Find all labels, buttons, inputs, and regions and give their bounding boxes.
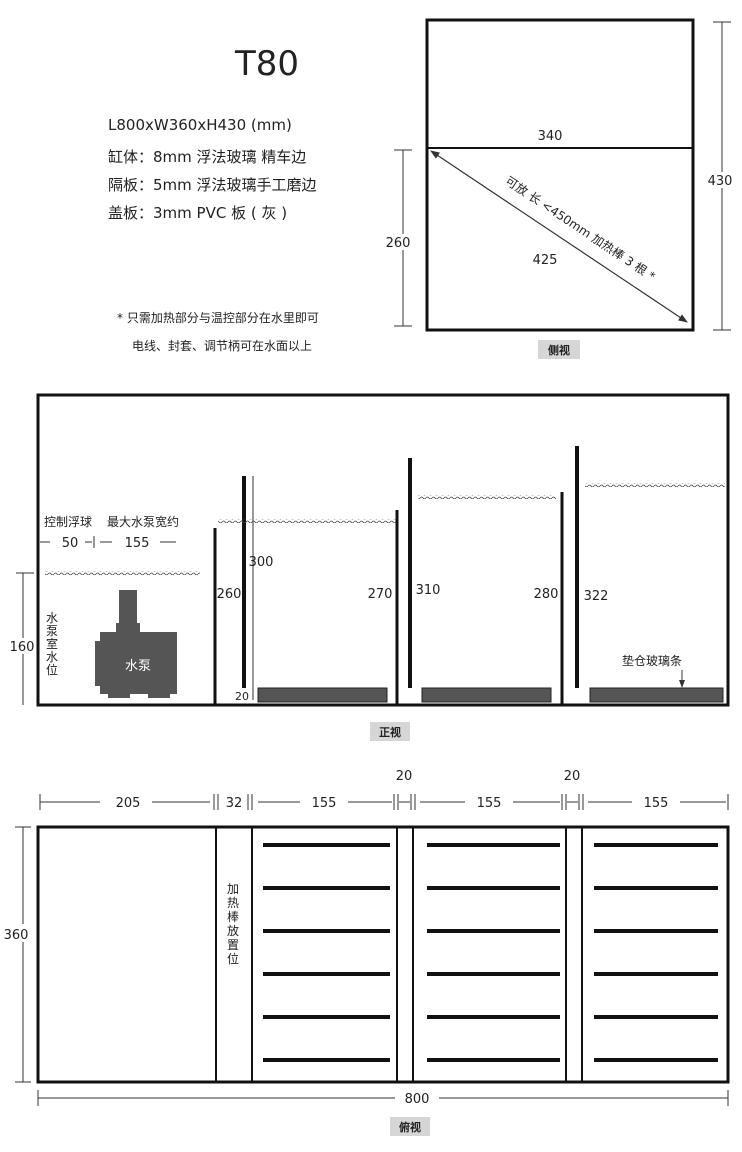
- width-32: 32: [226, 796, 243, 811]
- glass-strips: [263, 843, 718, 1062]
- pump-width-label: 最大水泵宽约: [107, 514, 179, 529]
- float-label: 控制浮球: [44, 515, 92, 529]
- spec-baffle: 隔板：5mm 浮法玻璃手工磨边: [108, 176, 317, 194]
- width-155-c: 155: [644, 796, 669, 811]
- spec-dimensions: L800xW360xH430 (mm): [108, 116, 292, 134]
- spec-tank-body: 缸体：8mm 浮法玻璃 精车边: [108, 148, 306, 166]
- pump-dim: 155: [125, 536, 150, 551]
- width-155-a: 155: [312, 796, 337, 811]
- baffle-height-322: 322: [584, 589, 609, 604]
- baffle-height-280: 280: [534, 587, 559, 602]
- side-water-height: 260: [386, 236, 411, 251]
- top-view: 20 20 205 32 155 155 155: [4, 769, 730, 1136]
- note-line-1: * 只需加热部分与温控部分在水里即可: [117, 310, 319, 325]
- glass-strip-label: 垫仓玻璃条: [622, 653, 682, 668]
- svg-text:泵: 泵: [46, 624, 58, 638]
- pump-icon: [95, 590, 177, 698]
- width-205: 205: [116, 796, 141, 811]
- svg-text:室: 室: [46, 636, 58, 651]
- svg-text:棒: 棒: [227, 910, 239, 924]
- float-dim: 50: [62, 536, 79, 551]
- side-view: 340 可放 长 <450mm 加热棒 3 根 * 425 260 430 侧视: [386, 18, 738, 359]
- heater-capacity-text: 可放 长 <450mm 加热棒 3 根 *: [503, 173, 658, 284]
- baffle-height-310: 310: [416, 583, 441, 598]
- gap-label: 20: [235, 690, 249, 703]
- heater-slot-label: 加 热 棒 放 置 位: [227, 882, 239, 966]
- svg-text:置: 置: [227, 938, 239, 952]
- side-width-label: 340: [538, 129, 563, 144]
- baffle-height-300: 300: [249, 555, 274, 570]
- pump-room-label: 水 泵 室 水 位: [46, 611, 58, 677]
- depth-360: 360: [4, 928, 29, 943]
- gap-width-1: 20: [396, 769, 413, 784]
- svg-text:水: 水: [46, 611, 58, 625]
- length-800: 800: [405, 1092, 430, 1107]
- side-total-height: 430: [708, 174, 733, 189]
- spec-cover: 盖板：3mm PVC 板 ( 灰 ): [108, 204, 287, 222]
- pump-label: 水泵: [125, 659, 151, 674]
- front-view: 控制浮球 最大水泵宽约 50 155 160 水 泵 室 水 位 水泵: [8, 393, 730, 741]
- gap-width-2: 20: [564, 769, 581, 784]
- svg-text:位: 位: [227, 951, 239, 966]
- baffle-height-260: 260: [217, 587, 242, 602]
- svg-text:放: 放: [227, 923, 239, 938]
- svg-text:热: 热: [227, 896, 239, 910]
- svg-text:水: 水: [46, 650, 58, 664]
- front-view-caption: 正视: [379, 725, 401, 739]
- svg-text:加: 加: [227, 882, 239, 896]
- svg-text:位: 位: [46, 662, 58, 677]
- page-title: T80: [234, 44, 299, 84]
- side-view-caption: 侧视: [548, 343, 570, 357]
- baffle-height-270: 270: [368, 587, 393, 602]
- note-line-2: 电线、封套、调节柄可在水面以上: [132, 339, 312, 353]
- top-view-caption: 俯视: [399, 1120, 421, 1134]
- width-155-b: 155: [477, 796, 502, 811]
- pump-room-height: 160: [10, 640, 35, 655]
- side-diagonal-label: 425: [533, 253, 558, 268]
